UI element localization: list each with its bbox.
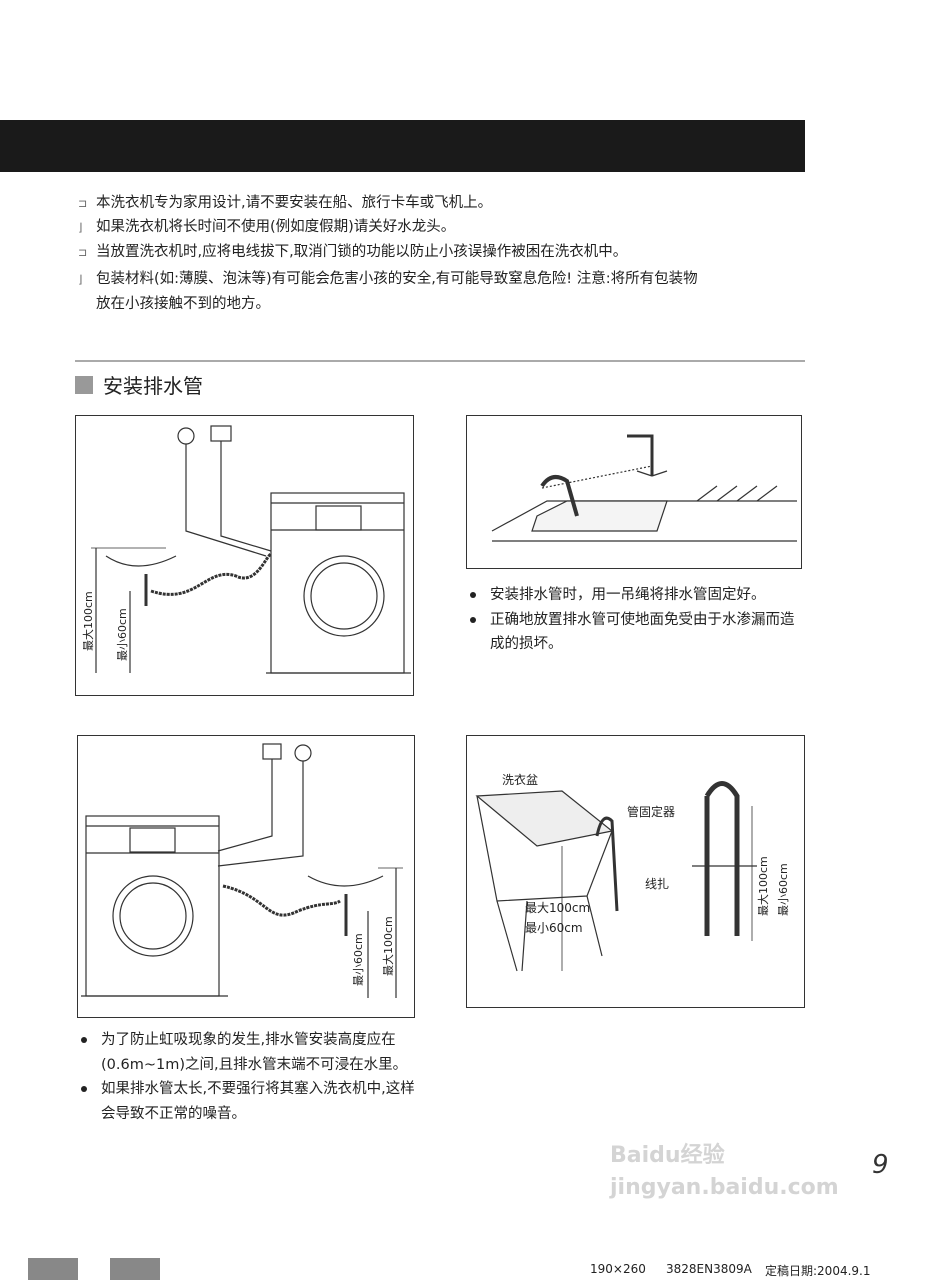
figure-laundry-tub: 洗衣盆 管固定器 线扎 最大100cm 最小60cm 最大100cm 最小60c… — [466, 735, 805, 1008]
left-bullets: 为了防止虹吸现象的发生,排水管安装高度应在(0.6m~1m)之间,且排水管末端不… — [77, 1028, 422, 1126]
note-4: ⌋包装材料(如:薄膜、泡沫等)有可能会危害小孩的安全,有可能导致窒息危险! 注意… — [78, 271, 698, 287]
color-bar — [28, 1258, 78, 1280]
note-text: 当放置洗衣机时,应将电线拔下,取消门锁的功能以防止小孩误操作被困在洗衣机中。 — [96, 244, 628, 260]
watermark: Baidu经验 jingyan.baidu.com — [610, 1143, 839, 1200]
label-min: 最小60cm — [116, 608, 129, 661]
page-number: 9 — [872, 1150, 889, 1180]
section-marker — [75, 376, 93, 394]
figure-washer-sink-left: 最大100cm 最小60cm — [75, 415, 414, 696]
note-2: ⌋如果洗衣机将长时间不使用(例如度假期)请关好水龙头。 — [78, 219, 456, 235]
label-min: 最小60cm — [352, 933, 365, 986]
right-bullets: 安装排水管时，用一吊绳将排水管固定好。 正确地放置排水管可使地面免受由于水渗漏而… — [466, 583, 806, 657]
color-bar — [110, 1258, 160, 1280]
note-text: 如果洗衣机将长时间不使用(例如度假期)请关好水龙头。 — [96, 219, 456, 235]
header-bar — [0, 120, 805, 172]
note-1: ⊐本洗衣机专为家用设计,请不要安装在船、旅行卡车或飞机上。 — [78, 195, 493, 211]
label-holder: 管固定器 — [627, 804, 675, 819]
footer-size: 190×260 — [590, 1262, 646, 1276]
bullet-item: 如果排水管太长,不要强行将其塞入洗衣机中,这样会导致不正常的噪音。 — [77, 1077, 422, 1126]
label-max: 最大100cm — [525, 901, 590, 915]
bullet-item: 安装排水管时，用一吊绳将排水管固定好。 — [466, 583, 806, 608]
note-4-cont: 放在小孩接触不到的地方。 — [96, 292, 826, 316]
section-title: 安装排水管 — [103, 374, 203, 398]
note-text: 放在小孩接触不到的地方。 — [96, 296, 270, 312]
footer-date: 定稿日期:2004.9.1 — [765, 1264, 871, 1278]
label-min: 最小60cm — [525, 921, 583, 935]
label-tub: 洗衣盆 — [502, 772, 538, 787]
bullet-item: 为了防止虹吸现象的发生,排水管安装高度应在(0.6m~1m)之间,且排水管末端不… — [77, 1028, 422, 1077]
label-min: 最小60cm — [777, 863, 790, 916]
bullet-item: 正确地放置排水管可使地面免受由于水渗漏而造成的损坏。 — [466, 608, 806, 657]
figure-sink-hose — [466, 415, 802, 569]
note-text: 本洗衣机专为家用设计,请不要安装在船、旅行卡车或飞机上。 — [96, 195, 493, 211]
label-max: 最大100cm — [756, 856, 770, 916]
note-text: 包装材料(如:薄膜、泡沫等)有可能会危害小孩的安全,有可能导致窒息危险! 注意:… — [96, 271, 698, 287]
label-max: 最大100cm — [381, 916, 395, 976]
note-3: ⊐当放置洗衣机时,应将电线拔下,取消门锁的功能以防止小孩误操作被困在洗衣机中。 — [78, 244, 628, 260]
divider — [75, 360, 805, 362]
figure-washer-sink-right: 最小60cm 最大100cm — [77, 735, 415, 1018]
label-max: 最大100cm — [81, 591, 95, 651]
label-tie: 线扎 — [645, 877, 669, 891]
footer-code: 3828EN3809A — [666, 1262, 752, 1276]
